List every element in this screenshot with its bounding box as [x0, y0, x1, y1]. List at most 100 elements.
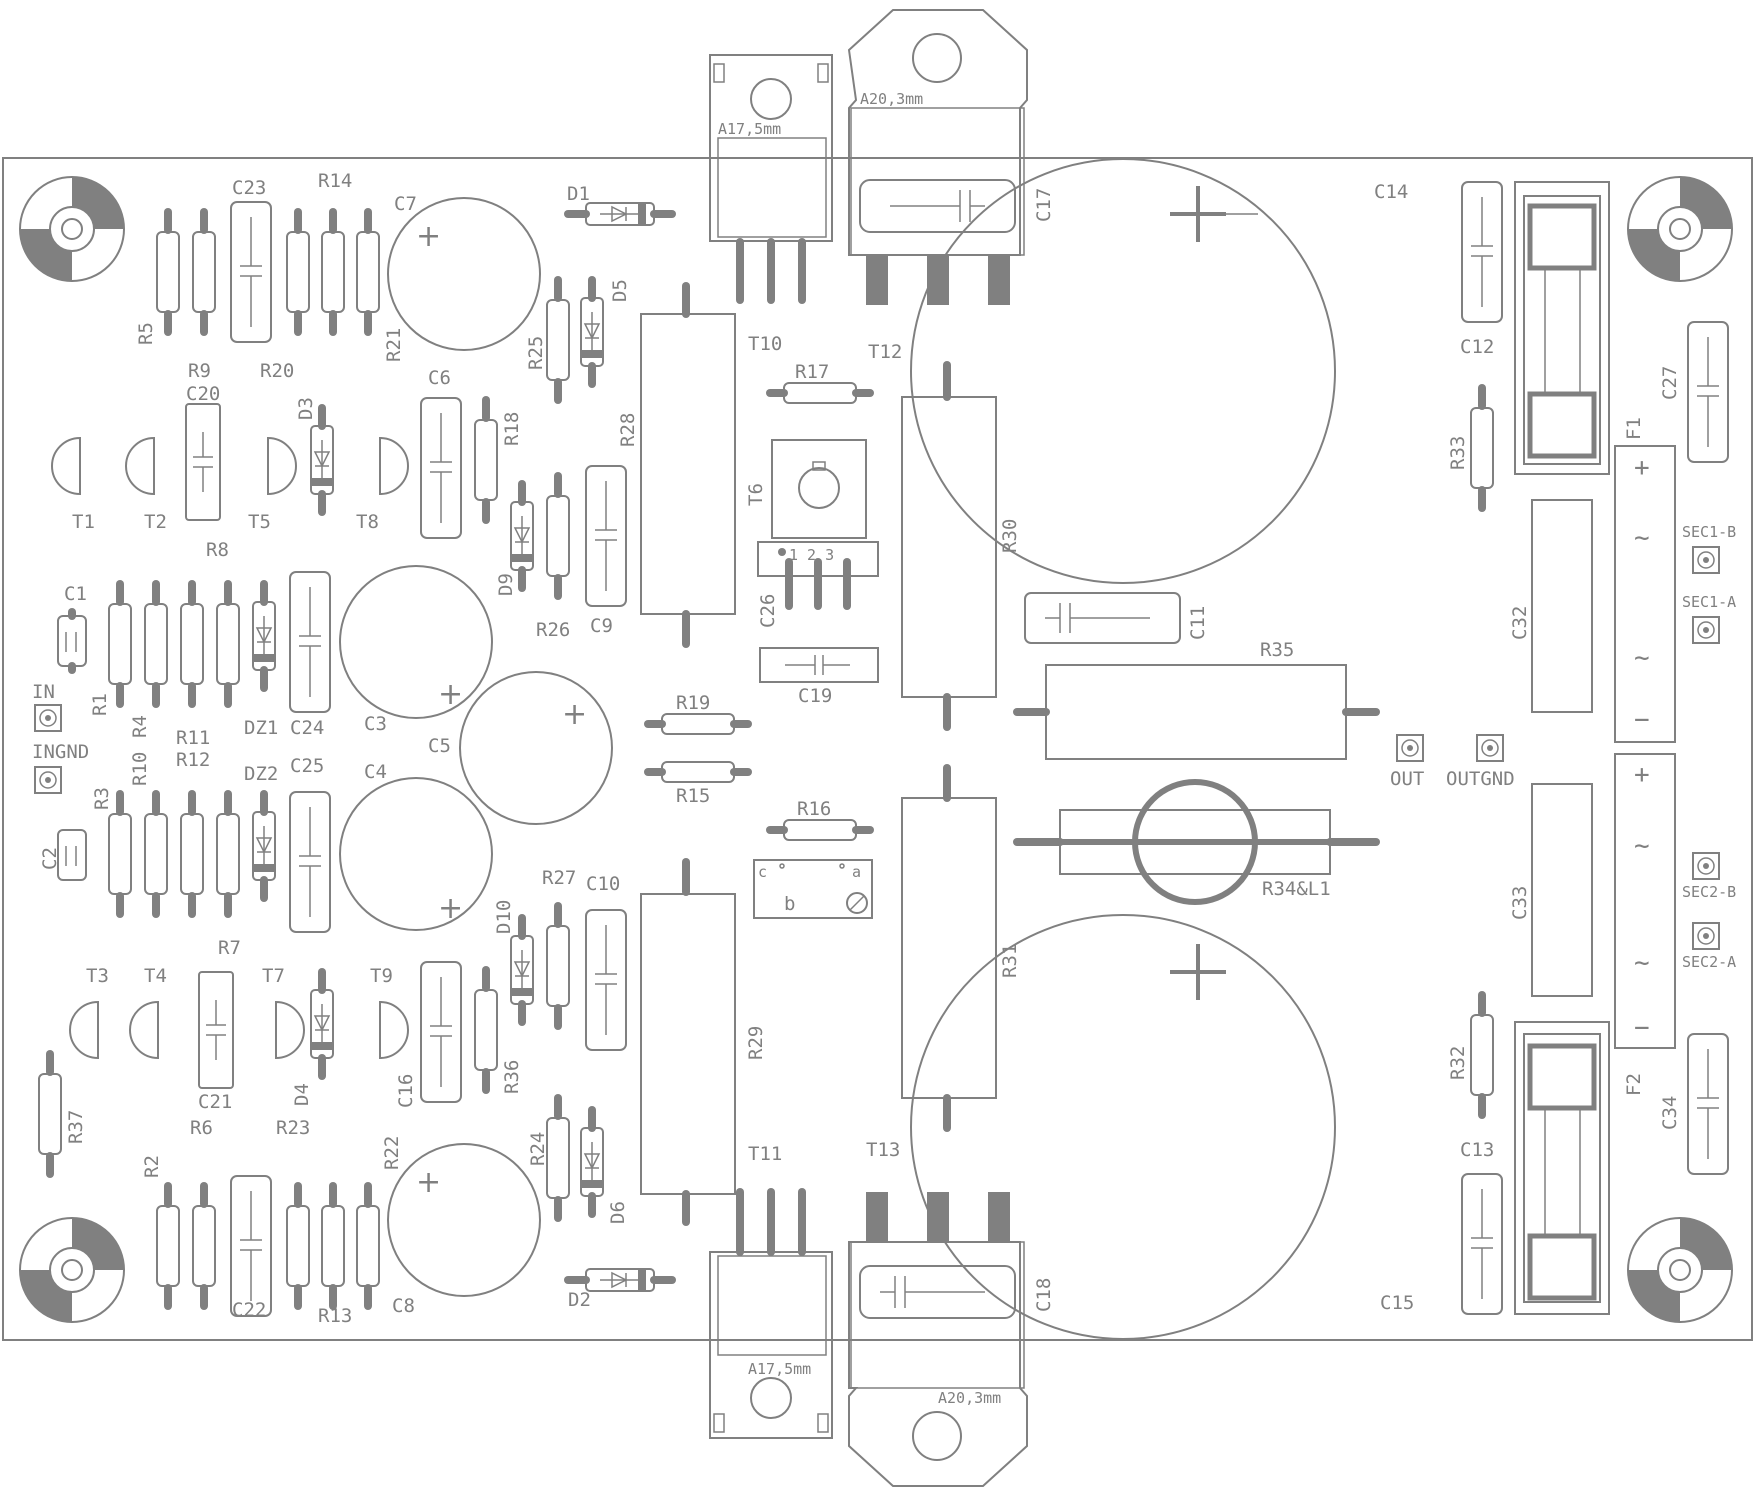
pad-in[interactable] — [34, 704, 62, 732]
label-r37: R37 — [65, 1110, 87, 1144]
resistor-r13 — [322, 1186, 344, 1306]
diode-d9 — [511, 484, 533, 588]
pad-outgnd[interactable] — [1476, 734, 1504, 762]
label-r9: R9 — [188, 360, 211, 382]
label-sec2-b: SEC2-B — [1682, 883, 1736, 901]
resistor-r30 — [901, 396, 997, 698]
label-r31: R31 — [999, 944, 1021, 978]
label-t6: T6 — [745, 483, 767, 506]
label-t11: T11 — [748, 1143, 782, 1165]
capacitor-c20 — [185, 403, 221, 521]
label-r14: R14 — [318, 170, 352, 192]
label-t9: T9 — [370, 965, 393, 987]
mounting-hole-bottom-left — [19, 1217, 125, 1323]
pad-ingnd[interactable] — [34, 766, 62, 794]
label-r34-l1: R34&L1 — [1262, 878, 1331, 900]
capacitor-c27 — [1687, 321, 1729, 463]
pad-sec2-a[interactable] — [1692, 922, 1720, 950]
resistor-r10 — [145, 794, 167, 914]
label-a175-bottom: A17,5mm — [748, 1360, 811, 1378]
label-t12: T12 — [868, 341, 902, 363]
label-r29: R29 — [745, 1026, 767, 1060]
label-sec1-a: SEC1-A — [1682, 593, 1736, 611]
capacitor-c1 — [57, 615, 87, 667]
label-r32: R32 — [1447, 1046, 1469, 1080]
terminal-block-sec2 — [1614, 753, 1676, 1049]
c5-plus: + — [562, 697, 587, 732]
label-r24: R24 — [527, 1132, 549, 1166]
sec1-ac2: ~ — [1634, 643, 1650, 673]
resistor-r32 — [1471, 995, 1493, 1115]
resistor-r8 — [217, 584, 239, 704]
label-f1: F1 — [1623, 417, 1645, 440]
resistor-r19 — [648, 714, 748, 734]
mounting-hole-top-left — [19, 176, 125, 282]
sec1-ac1: ~ — [1634, 523, 1650, 553]
label-in: IN — [32, 681, 55, 703]
label-t3: T3 — [86, 965, 109, 987]
label-c22: C22 — [232, 1299, 266, 1321]
transistor-t1 — [51, 437, 81, 495]
transistor-t4 — [129, 1001, 159, 1059]
transistor-t8 — [379, 437, 409, 495]
pot-label-c: c — [758, 863, 767, 881]
label-dz2: DZ2 — [244, 763, 278, 785]
label-t13: T13 — [866, 1139, 900, 1161]
sec2-plus: + — [1634, 760, 1650, 790]
capacitor-c33 — [1531, 783, 1593, 997]
capacitor-c15 — [910, 914, 1336, 1340]
label-c8: C8 — [392, 1295, 415, 1317]
label-r20: R20 — [260, 360, 294, 382]
resistor-r5 — [157, 212, 179, 332]
capacitor-c6 — [420, 397, 462, 539]
label-r25: R25 — [525, 336, 547, 370]
label-dz1: DZ1 — [244, 717, 278, 739]
label-r2: R2 — [141, 1155, 163, 1178]
label-c19: C19 — [798, 685, 832, 707]
capacitor-c21 — [198, 971, 234, 1089]
label-a203-bottom: A20,3mm — [938, 1389, 1001, 1407]
label-t10: T10 — [748, 333, 782, 355]
label-d2: D2 — [568, 1289, 591, 1311]
label-c12: C12 — [1460, 336, 1494, 358]
capacitor-c11 — [1024, 592, 1181, 644]
label-r23: R23 — [276, 1117, 310, 1139]
diode-d3 — [311, 408, 333, 512]
resistor-r4 — [145, 584, 167, 704]
pad-sec1-a[interactable] — [1692, 616, 1720, 644]
label-outgnd: OUTGND — [1446, 768, 1515, 790]
capacitor-c25 — [289, 791, 331, 933]
label-c16: C16 — [395, 1074, 417, 1108]
resistor-r35 — [1045, 664, 1347, 760]
resistor-r18 — [475, 400, 497, 520]
c4-plus: + — [438, 891, 463, 926]
label-r30: R30 — [999, 519, 1021, 553]
capacitor-c14 — [910, 158, 1336, 584]
label-d1: D1 — [567, 183, 590, 205]
pad-sec1-b[interactable] — [1692, 546, 1720, 574]
label-r3: R3 — [91, 787, 113, 810]
label-r19: R19 — [676, 692, 710, 714]
label-a175-top: A17,5mm — [718, 120, 781, 138]
label-r26: R26 — [536, 619, 570, 641]
resistor-r21 — [357, 212, 379, 332]
mounting-hole-bottom-right — [1627, 1217, 1733, 1323]
label-c13: C13 — [1460, 1139, 1494, 1161]
resistor-r1 — [109, 584, 131, 704]
label-r27: R27 — [542, 867, 576, 889]
resistor-r17 — [770, 383, 870, 403]
transistor-t6 — [771, 439, 867, 539]
sec2-ac1: ~ — [1634, 831, 1650, 861]
label-c1: C1 — [64, 583, 87, 605]
resistor-r11 — [181, 584, 203, 704]
resistor-r25 — [547, 280, 569, 400]
pad-out[interactable] — [1396, 734, 1424, 762]
pad-sec2-b[interactable] — [1692, 852, 1720, 880]
capacitor-c9 — [585, 465, 627, 607]
capacitor-c19 — [759, 647, 879, 683]
label-c11: C11 — [1187, 606, 1209, 640]
diode-d5 — [581, 280, 603, 384]
c8-plus: + — [416, 1165, 441, 1200]
capacitor-c10 — [585, 909, 627, 1051]
